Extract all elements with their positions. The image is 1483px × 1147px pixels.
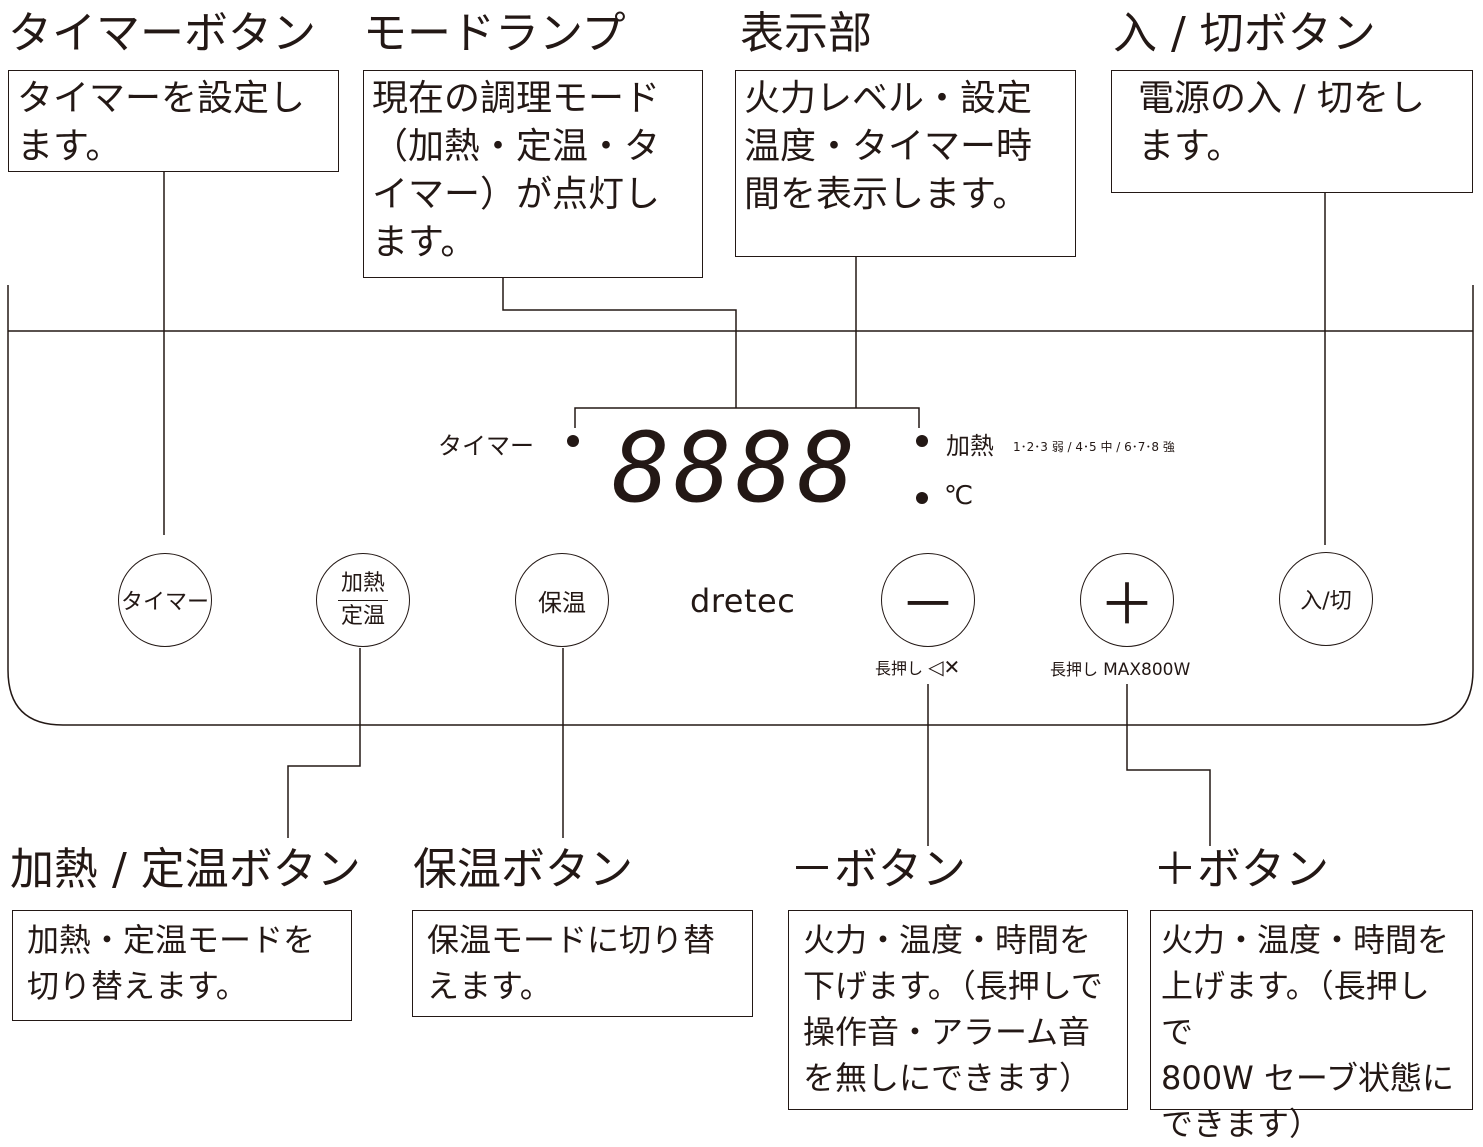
plus-icon: ＋ xyxy=(1099,572,1155,638)
timer-lamp xyxy=(567,435,579,447)
power-button[interactable]: 入/切 xyxy=(1279,552,1373,646)
timer-button[interactable]: タイマー xyxy=(118,553,212,647)
plus-long-press-hint: 長押し MAX800W xyxy=(1050,656,1190,680)
keep-warm-button-title: 保温ボタン xyxy=(413,844,633,895)
plus-button[interactable]: ＋ xyxy=(1080,553,1174,647)
plus-hint-label: 長押し xyxy=(1050,660,1099,679)
plus-hint-value: MAX800W xyxy=(1103,660,1191,680)
power-button-title: 入 / 切ボタン xyxy=(1113,8,1376,59)
mode-lamp-title: モードランプ xyxy=(363,8,626,59)
heat-temp-button-top: 加熱 xyxy=(340,570,385,596)
lamp-label-heat: 加熱 xyxy=(946,432,994,460)
heat-temp-button-title: 加熱 / 定温ボタン xyxy=(10,844,361,895)
lamp-label-timer: タイマー xyxy=(438,432,534,460)
heat-lamp xyxy=(916,435,928,447)
minus-hint-label: 長押し xyxy=(875,659,924,678)
minus-button-desc: 火力・温度・時間を 下げます。（長押しで 操作音・アラーム音 を無しにできます） xyxy=(788,910,1128,1110)
mode-lamp-desc: 現在の調理モード （加熱・定温・タ イマー）が点灯し ます。 xyxy=(363,70,703,278)
plus-button-title: ＋ボタン xyxy=(1153,844,1329,895)
timer-button-title: タイマーボタン xyxy=(8,8,316,59)
keep-warm-button-desc: 保温モードに切り替 えます。 xyxy=(412,910,753,1017)
minus-icon: － xyxy=(900,572,956,638)
display-desc: 火力レベル・設定 温度・タイマー時 間を表示します。 xyxy=(735,70,1076,257)
heat-temp-button-divider xyxy=(338,599,388,601)
mute-icon: ◁✕ xyxy=(928,655,961,679)
display-title: 表示部 xyxy=(740,8,872,59)
heat-temp-button-bottom: 定温 xyxy=(340,603,385,629)
plus-button-desc: 火力・温度・時間を 上げます。（長押しで 800W セーブ状態に できます） xyxy=(1150,910,1473,1143)
heat-level-scale: 1･2･3 弱 / 4･5 中 / 6･7･8 強 xyxy=(1013,440,1175,454)
heat-temp-button-desc: 加熱・定温モードを 切り替えます。 xyxy=(12,910,352,1021)
timer-button-desc: タイマーを設定し ます。 xyxy=(8,70,339,172)
brand-logo: dretec xyxy=(690,582,796,620)
panel-outline xyxy=(7,285,1474,726)
power-button-desc: 電源の入 / 切をし ます。 xyxy=(1111,70,1473,193)
seven-segment-display: 8888 xyxy=(612,412,860,524)
keep-warm-button[interactable]: 保温 xyxy=(515,553,609,647)
heat-temp-button[interactable]: 加熱 定温 xyxy=(316,553,410,647)
connector-lines xyxy=(7,172,1474,846)
minus-long-press-hint: 長押し ◁✕ xyxy=(875,655,960,679)
temp-lamp xyxy=(916,492,928,504)
lamp-label-temp: ℃ xyxy=(944,481,974,511)
minus-button-title: －ボタン xyxy=(790,844,966,895)
minus-button[interactable]: － xyxy=(881,553,975,647)
